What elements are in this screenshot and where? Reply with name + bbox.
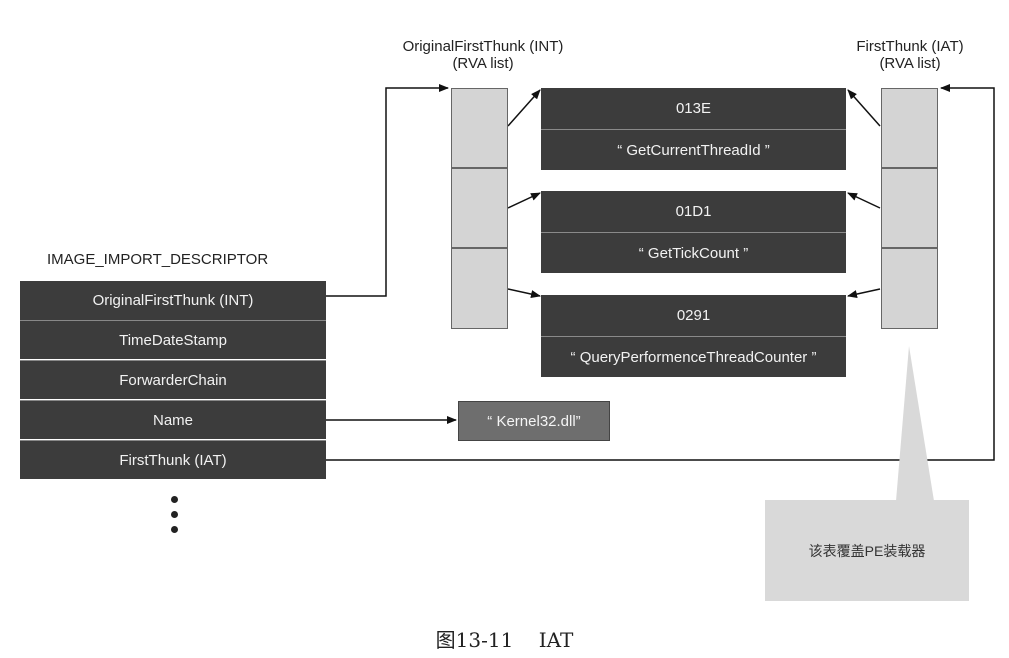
figure-caption: 图13-11 IAT — [435, 628, 574, 652]
import-name: “ GetCurrentThreadId ” — [541, 129, 846, 170]
arrow-iat-to-entry2 — [847, 192, 881, 209]
arrow-ft-to-iat — [326, 84, 995, 461]
arrow-int-to-entry3 — [507, 288, 541, 298]
arrow-int-to-entry1 — [507, 89, 541, 127]
int-title-line1: OriginalFirstThunk (INT) — [402, 38, 564, 55]
descriptor-field-time-date-stamp: TimeDateStamp — [20, 320, 326, 359]
descriptor-title: IMAGE_IMPORT_DESCRIPTOR — [47, 251, 269, 268]
int-title-line2: (RVA list) — [452, 55, 514, 72]
arrow-iat-to-entry3 — [847, 288, 881, 298]
arrow-iat-to-entry1 — [847, 89, 881, 127]
descriptor-field-first-thunk: FirstThunk (IAT) — [20, 440, 326, 479]
ellipsis-dot — [171, 526, 178, 533]
ellipsis-dot — [171, 496, 178, 503]
int-slot — [451, 168, 508, 248]
iat-title-line2: (RVA list) — [879, 55, 941, 72]
descriptor-field-name: Name — [20, 400, 326, 439]
iat-slot — [881, 248, 938, 329]
int-slot — [451, 88, 508, 168]
iat-title: FirstThunk (IAT) (RVA list) — [805, 38, 1009, 72]
arrow-oft-to-int — [326, 84, 449, 297]
int-slot — [451, 248, 508, 329]
int-title: OriginalFirstThunk (INT) (RVA list) — [378, 38, 588, 72]
iat-title-line1: FirstThunk (IAT) — [856, 38, 964, 55]
hint-value: 01D1 — [541, 191, 846, 232]
arrow-int-to-entry2 — [507, 192, 541, 209]
descriptor-field-original-first-thunk: OriginalFirstThunk (INT) — [20, 281, 326, 320]
callout-box: 该表覆盖PE装载器 — [765, 500, 969, 601]
import-name: “ GetTickCount ” — [541, 232, 846, 273]
callout-pointer — [896, 346, 934, 501]
hint-value: 013E — [541, 88, 846, 129]
iat-slot — [881, 168, 938, 248]
hint-value: 0291 — [541, 295, 846, 336]
ellipsis-dot — [171, 511, 178, 518]
import-name: “ QueryPerformenceThreadCounter ” — [541, 336, 846, 377]
dll-name-box: “ Kernel32.dll” — [458, 401, 610, 441]
iat-slot — [881, 88, 938, 168]
descriptor-field-forwarder-chain: ForwarderChain — [20, 360, 326, 399]
